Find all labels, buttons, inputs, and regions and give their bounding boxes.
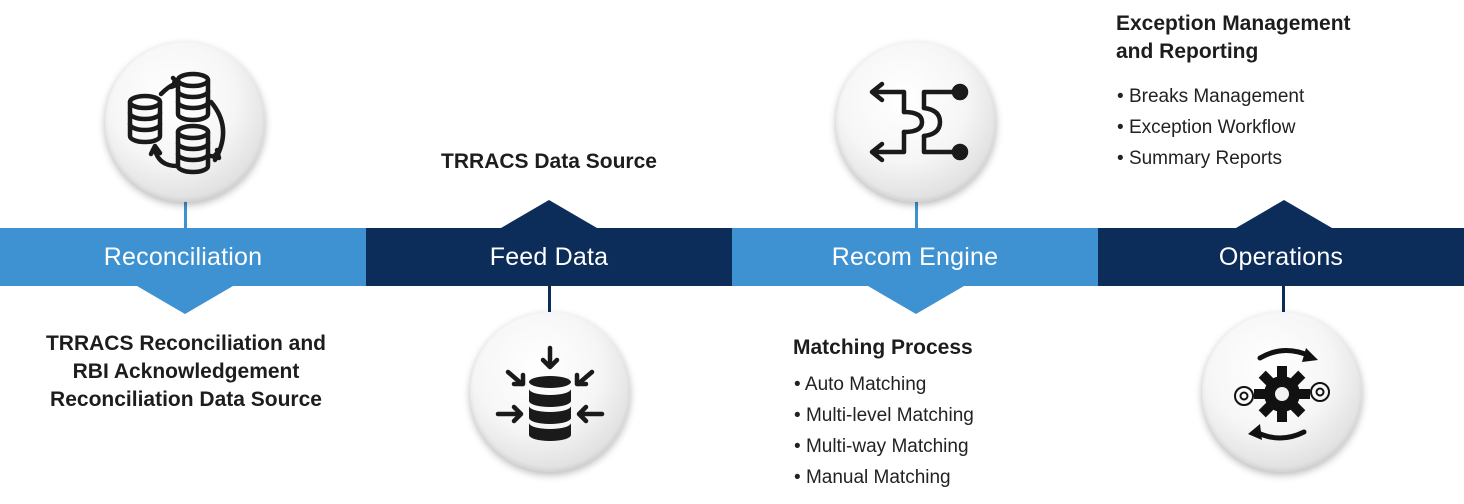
operations-circle [1202,312,1362,472]
database-sync-icon [127,71,226,175]
recom-engine-circle [836,42,996,202]
stage-label: Feed Data [489,242,609,271]
list-item: Exception Workflow [1117,112,1304,143]
recom-engine-down-notch [868,286,964,314]
stage-reconciliation-band: Reconciliation [0,228,366,286]
list-item: Multi-level Matching [794,400,974,431]
description-line: Reconciliation Data Source [50,388,322,411]
reconciliation-stem [184,198,187,228]
description-line: TRRACS Reconciliation and [45,332,327,355]
gears-cycle-icon [1234,348,1330,441]
matching-connector-icon [869,81,969,163]
database-inflow-icon [495,345,605,441]
feed-data-top-label: TRRACS Data Source [441,150,657,173]
description-line: RBI Acknowledgement [72,360,300,383]
matching-process-heading: Matching Process [793,336,973,359]
stage-label: Reconciliation [103,242,263,271]
reconciliation-circle [105,42,265,202]
list-item: Summary Reports [1117,143,1304,174]
list-item: Auto Matching [794,369,974,400]
recom-engine-stem [915,198,918,228]
heading-line: and Reporting [1116,40,1259,63]
operations-up-notch [1236,200,1332,228]
stage-label: Operations [1218,242,1344,271]
operations-stem [1282,286,1285,312]
feed-data-up-notch [501,200,597,228]
exception-management-heading: Exception Management and Reporting [1116,10,1351,66]
stage-operations-band: Operations [1098,228,1464,286]
list-item: Manual Matching [794,462,974,493]
stage-feed-data-band: Feed Data [366,228,732,286]
matching-process-list: Auto Matching Multi-level Matching Multi… [794,369,974,493]
heading-line: Exception Management [1116,12,1351,35]
feed-data-circle [470,312,630,472]
stage-recom-engine-band: Recom Engine [732,228,1098,286]
stage-label: Recom Engine [831,242,999,271]
reconciliation-description: TRRACS Reconciliation and RBI Acknowledg… [0,330,372,414]
reconciliation-down-notch [137,286,233,314]
list-item: Multi-way Matching [794,431,974,462]
list-item: Breaks Management [1117,81,1304,112]
feed-data-stem [548,286,551,312]
exception-management-list: Breaks Management Exception Workflow Sum… [1117,81,1304,174]
